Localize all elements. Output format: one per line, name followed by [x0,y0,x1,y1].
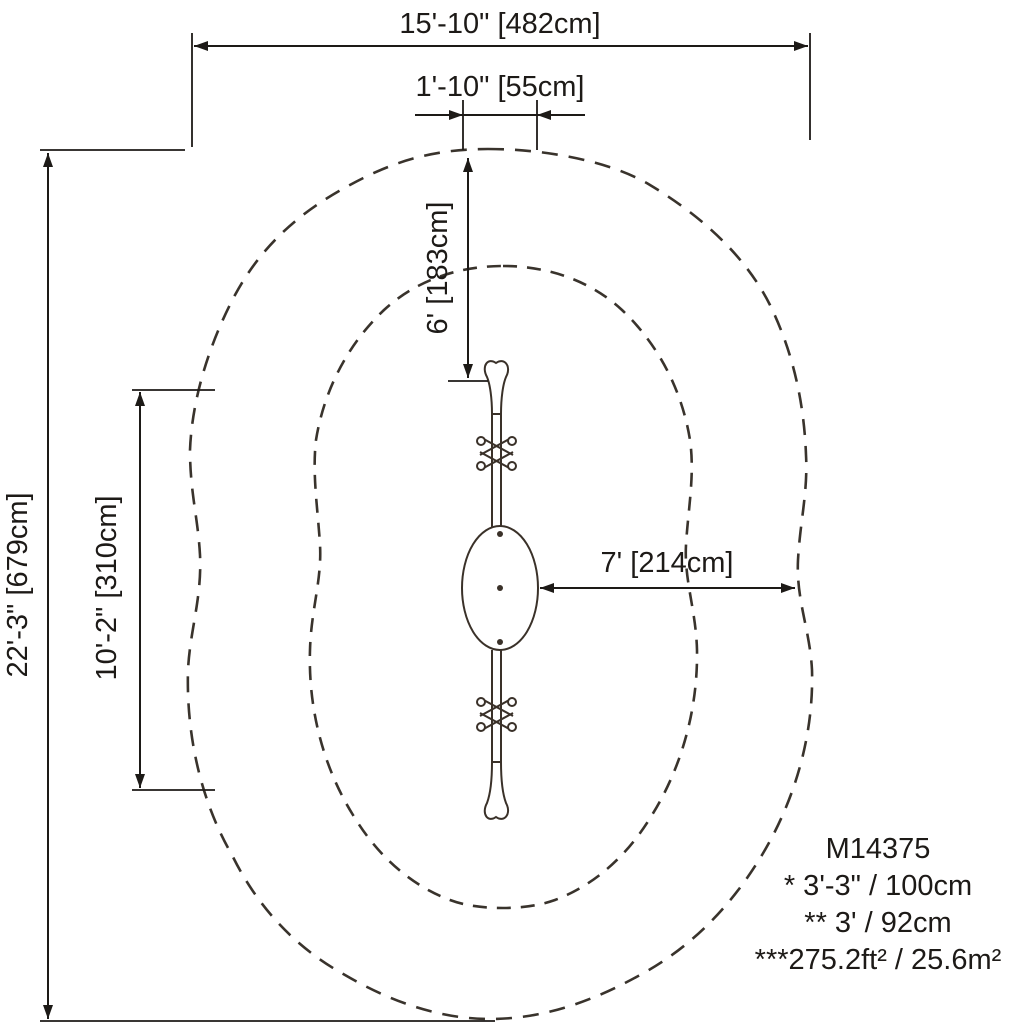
dim-top-clearance-label: 6' [183cm] [422,202,454,335]
note-critical-fall-height: * 3'-3" / 100cm [784,870,972,902]
dim-top-clearance: 6' [183cm] [422,158,488,382]
dim-overall-length-label: 22'-3" [679cm] [2,492,34,677]
equipment-top-end [483,360,510,415]
platform-bolt-top [497,531,503,537]
dim-overall-length: 22'-3" [679cm] [2,149,495,1022]
equipment-plan-view [461,360,539,820]
inner-protective-zone-outline [308,264,699,910]
outer-use-zone-outline [186,147,814,1021]
dim-side-clearance-label: 7' [214cm] [601,547,734,579]
dim-platform-width: 1'-10" [55cm] [415,71,585,150]
dim-platform-width-label: 1'-10" [55cm] [416,71,585,103]
dim-overall-width: 15'-10" [482cm] [191,8,811,147]
model-number: M14375 [826,833,931,865]
dim-side-clearance: 7' [214cm] [540,547,795,593]
equipment-upper-fittings [476,436,517,471]
dim-overall-width-label: 15'-10" [482cm] [399,8,600,40]
dim-equipment-length: 10'-2" [310cm] [91,389,215,791]
platform-bolt-center [497,585,503,591]
platform-bolt-bottom [497,639,503,645]
note-use-zone-area: ***275.2ft² / 25.6m² [755,944,1002,976]
equipment-bottom-end [483,761,510,820]
note-equipment-height: ** 3' / 92cm [804,907,951,939]
title-notes-block: M14375 * 3'-3" / 100cm ** 3' / 92cm ***2… [755,833,1002,976]
equipment-lower-fittings [476,697,517,732]
dim-equipment-length-label: 10'-2" [310cm] [91,495,123,680]
